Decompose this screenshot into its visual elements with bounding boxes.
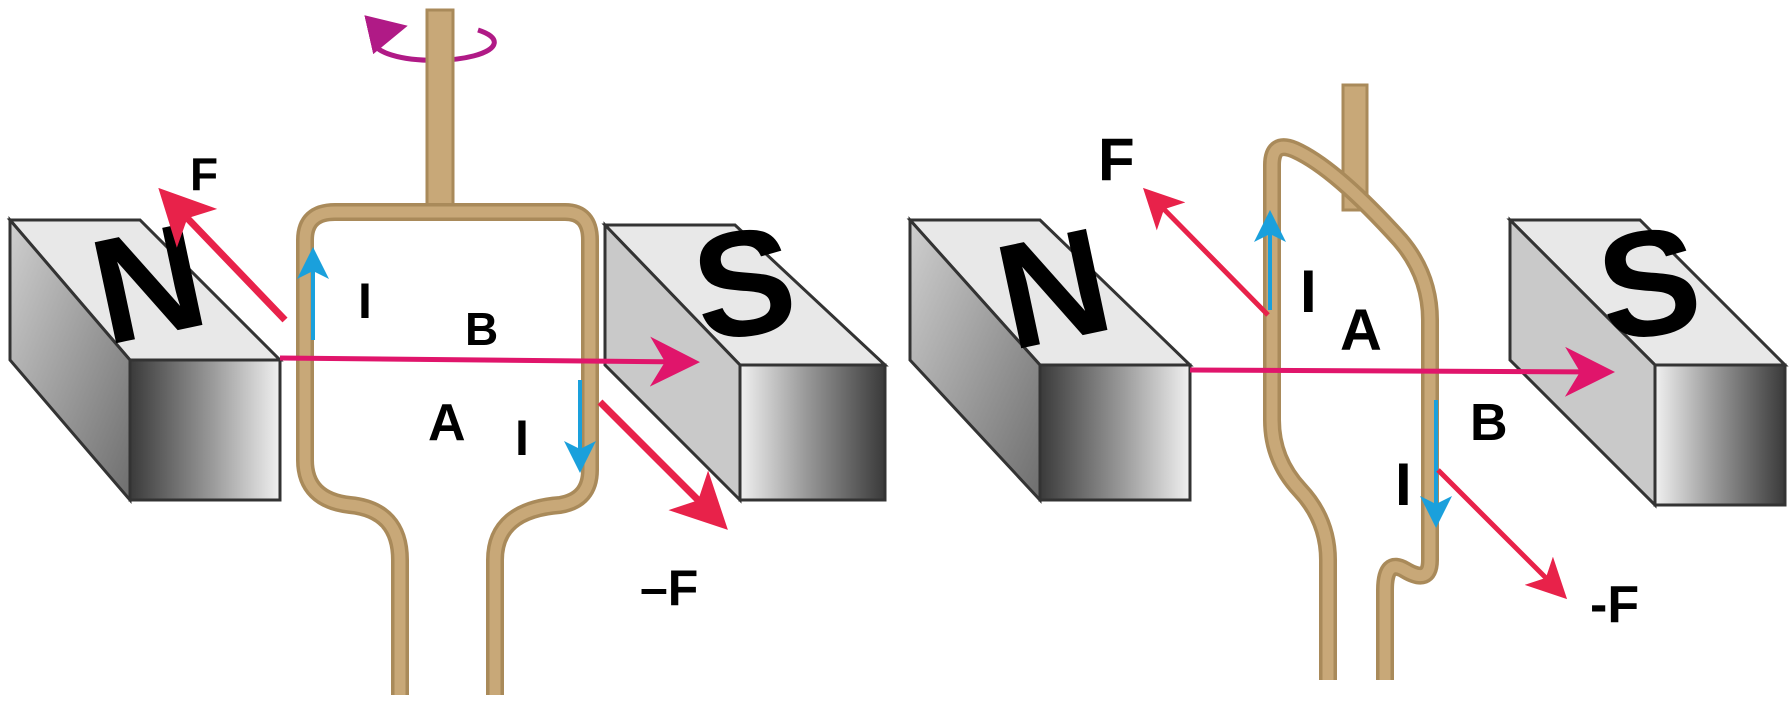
right-force-arrow-top <box>1142 187 1270 317</box>
left-field-label: B <box>465 303 498 355</box>
right-s-letter: S <box>1588 193 1710 373</box>
left-current-bottom-label: I <box>515 410 529 466</box>
left-shaft <box>425 8 455 212</box>
right-field-label: B <box>1470 394 1508 452</box>
right-coil <box>1263 138 1439 680</box>
left-force-arrow-bottom <box>597 399 728 530</box>
right-s-magnet: S <box>1506 193 1789 509</box>
right-current-bottom-label: I <box>1395 451 1412 518</box>
right-current-top-label: I <box>1300 258 1317 325</box>
right-force-bottom-label: -F <box>1590 576 1639 634</box>
left-s-letter: S <box>683 193 805 373</box>
left-n-magnet: N <box>6 190 284 505</box>
left-force-bottom-label: –F <box>640 560 698 616</box>
right-force-top-label: F <box>1098 126 1135 193</box>
right-field-arrow <box>1189 346 1615 397</box>
left-area-label: A <box>428 394 466 452</box>
right-n-magnet: N <box>906 195 1194 504</box>
left-current-top-label: I <box>358 273 372 329</box>
right-force-arrow-bottom <box>1436 468 1568 600</box>
left-scene: N S F –F I I B A <box>6 8 889 695</box>
right-area-label: A <box>1340 298 1382 363</box>
right-scene: N S F -F I I B A <box>906 83 1789 680</box>
left-coil <box>296 203 599 695</box>
left-force-top-label: F <box>190 148 218 200</box>
left-field-arrow <box>279 336 700 387</box>
left-force-arrow-top <box>158 187 288 323</box>
